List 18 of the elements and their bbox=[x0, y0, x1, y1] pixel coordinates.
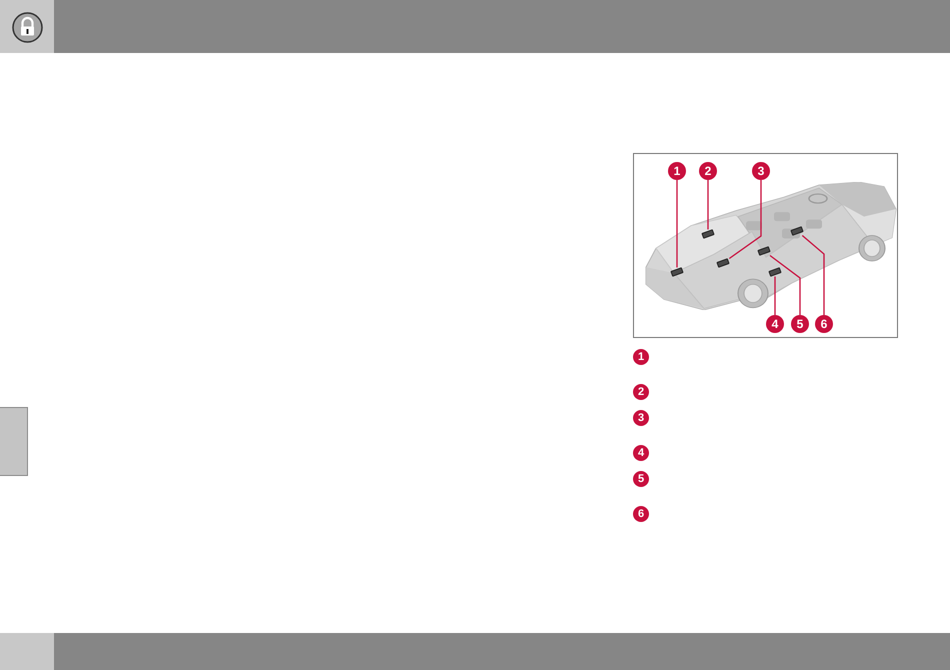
callout-number: 2 bbox=[699, 162, 717, 180]
leader-line bbox=[676, 180, 678, 268]
callout-number: 2 bbox=[633, 384, 649, 400]
callout-number: 3 bbox=[633, 410, 649, 426]
leader-line bbox=[707, 180, 709, 230]
callout-number: 4 bbox=[633, 445, 649, 461]
leader-line bbox=[770, 254, 801, 315]
callout-number: 6 bbox=[633, 506, 649, 522]
leader-line bbox=[802, 235, 825, 315]
callout-number: 3 bbox=[752, 162, 770, 180]
callout-number: 1 bbox=[668, 162, 686, 180]
callout-number: 1 bbox=[633, 349, 649, 365]
callout-number: 5 bbox=[633, 471, 649, 487]
leader-line bbox=[728, 180, 762, 260]
leader-line bbox=[774, 276, 776, 315]
callout-number: 6 bbox=[815, 315, 833, 333]
callout-number: 5 bbox=[791, 315, 809, 333]
callout-number: 4 bbox=[766, 315, 784, 333]
